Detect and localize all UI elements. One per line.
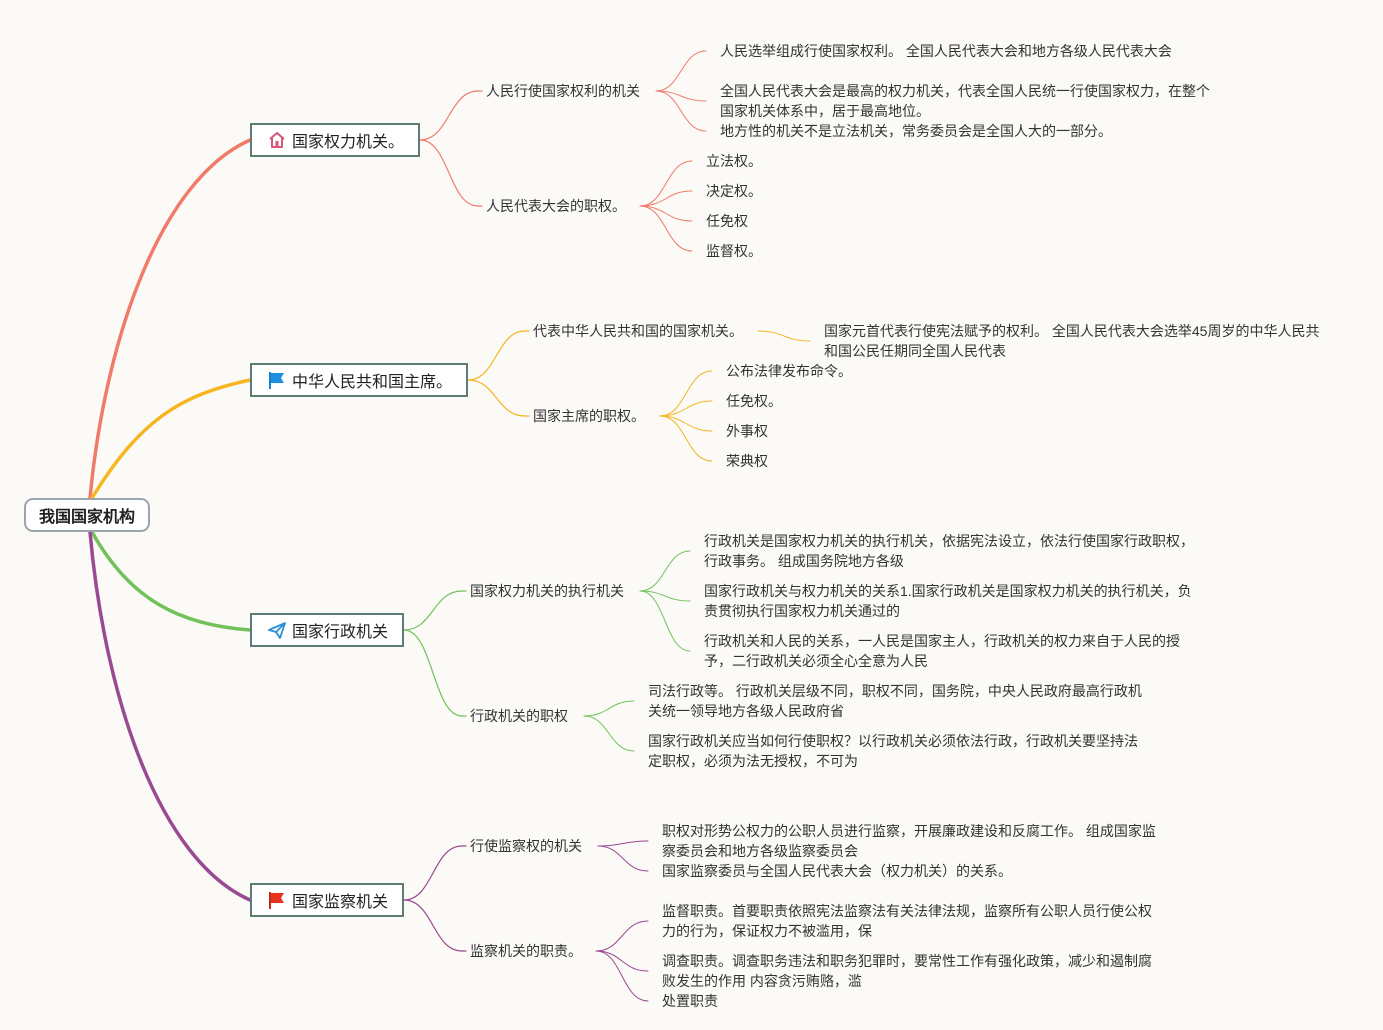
leaf-text-line: 国家机关体系中，居于最高地位。: [720, 103, 930, 119]
branch-title: 国家监察机关: [292, 894, 389, 911]
leaf-text-line: 人民选举组成行使国家权利。 全国人民代表大会和地方各级人民代表大会: [720, 43, 1172, 59]
leaf-topic[interactable]: 任免权。: [726, 391, 782, 411]
branch-title: 国家行政机关: [292, 624, 389, 641]
leaf-text-line: 予，二行政机关必须全心全意为人民: [704, 653, 928, 669]
leaf-text-line: 察委员会和地方各级监察委员会: [662, 843, 858, 859]
leaf-topic[interactable]: 调查职责。调查职务违法和职务犯罪时，要常性工作有强化政策，减少和遏制腐败发生的作…: [662, 951, 1152, 991]
leaf-text-line: 国家行政机关与权力机关的关系1.国家行政机关是国家权力机关的执行机关，负: [704, 583, 1192, 599]
subtopic-label[interactable]: 监察机关的职责。: [470, 943, 582, 959]
leaf-topic[interactable]: 国家元首代表行使宪法赋予的权利。 全国人民代表大会选举45周岁的中华人民共和国公…: [824, 321, 1319, 361]
leaf-topic[interactable]: 全国人民代表大会是最高的权力机关，代表全国人民统一行使国家权力，在整个国家机关体…: [720, 81, 1210, 121]
leaf-topic[interactable]: 任免权: [706, 211, 748, 231]
leaf-topic[interactable]: 职权对形势公权力的公职人员进行监察，开展廉政建设和反腐工作。 组成国家监察委员会…: [662, 821, 1156, 861]
leaf-text-line: 和国公民任期同全国人民代表: [824, 343, 1006, 359]
leaf-topic[interactable]: 立法权。: [706, 151, 762, 171]
branch-president[interactable]: 中华人民共和国主席。: [250, 363, 468, 397]
house-icon: [266, 129, 288, 151]
leaf-text-line: 公布法律发布命令。: [726, 363, 852, 379]
leaf-text-line: 处置职责: [662, 993, 718, 1009]
branch-title: 国家权力机关。: [292, 134, 405, 151]
leaf-topic[interactable]: 外事权: [726, 421, 768, 441]
subtopic-label[interactable]: 人民行使国家权利的机关: [486, 83, 640, 99]
leaf-text-line: 败发生的作用 内容贪污贿赂，滥: [662, 973, 862, 989]
leaf-text-line: 国家元首代表行使宪法赋予的权利。 全国人民代表大会选举45周岁的中华人民共: [824, 323, 1320, 339]
leaf-text-line: 任免权: [706, 213, 748, 229]
leaf-topic[interactable]: 地方性的机关不是立法机关，常务委员会是全国人大的一部分。: [720, 121, 1112, 141]
branch-state-power[interactable]: 国家权力机关。: [250, 123, 420, 157]
leaf-topic[interactable]: 国家监察委员与全国人民代表大会（权力机关）的关系。: [662, 861, 1012, 881]
leaf-topic[interactable]: 国家行政机关与权力机关的关系1.国家行政机关是国家权力机关的执行机关，负责贯彻执…: [704, 581, 1192, 621]
leaf-text-line: 关统一领导地方各级人民政府省: [648, 703, 844, 719]
subtopic-label[interactable]: 行使监察权的机关: [470, 838, 582, 854]
leaf-topic[interactable]: 国家行政机关应当如何行使职权？以行政机关必须依法行政，行政机关要坚持法定职权，必…: [648, 731, 1138, 771]
leaf-topic[interactable]: 行政机关是国家权力机关的执行机关，依据宪法设立，依法行使国家行政职权， 行政事务。…: [704, 531, 1194, 571]
leaf-text-line: 国家监察委员与全国人民代表大会（权力机关）的关系。: [662, 863, 1012, 879]
leaf-topic[interactable]: 监督权。: [706, 241, 762, 261]
leaf-text-line: 监督权。: [706, 243, 762, 259]
leaf-text-line: 荣典权: [726, 453, 768, 469]
blue-flag-icon: [266, 369, 288, 391]
leaf-text-line: 国家行政机关应当如何行使职权？以行政机关必须依法行政，行政机关要坚持法: [648, 733, 1138, 749]
leaf-text-line: 行政机关是国家权力机关的执行机关，依据宪法设立，依法行使国家行政职权，: [704, 533, 1194, 549]
red-flag-icon: [266, 889, 288, 911]
subtopic-label[interactable]: 国家权力机关的执行机关: [470, 583, 624, 599]
leaf-topic[interactable]: 处置职责: [662, 991, 718, 1011]
branch-title: 中华人民共和国主席。: [292, 374, 453, 391]
subtopic-label[interactable]: 人民代表大会的职权。: [486, 198, 626, 214]
leaf-text-line: 调查职责。调查职务违法和职务犯罪时，要常性工作有强化政策，减少和遏制腐: [662, 953, 1152, 969]
leaf-text-line: 职权对形势公权力的公职人员进行监察，开展廉政建设和反腐工作。 组成国家监: [662, 823, 1156, 839]
leaf-text-line: 行政机关和人民的关系，一人民是国家主人，行政机关的权力来自于人民的授: [704, 633, 1180, 649]
leaf-topic[interactable]: 公布法律发布命令。: [726, 361, 852, 381]
leaf-text-line: 责贯彻执行国家权力机关通过的: [704, 603, 900, 619]
leaf-text-line: 立法权。: [706, 153, 762, 169]
leaf-text-line: 外事权: [726, 423, 768, 439]
leaf-text-line: 司法行政等。 行政机关层级不同，职权不同，国务院，中央人民政府最高行政机: [648, 683, 1142, 699]
leaf-topic[interactable]: 监督职责。首要职责依照宪法监察法有关法律法规，监察所有公职人员行使公权力的行为，…: [662, 901, 1152, 941]
subtopic-label[interactable]: 代表中华人民共和国的国家机关。: [533, 323, 743, 339]
subtopic-label[interactable]: 行政机关的职权: [470, 708, 568, 724]
leaf-topic[interactable]: 人民选举组成行使国家权利。 全国人民代表大会和地方各级人民代表大会: [720, 41, 1172, 61]
branch-supervisory[interactable]: 国家监察机关: [250, 883, 404, 917]
leaf-text-line: 行政事务。 组成国务院地方各级: [704, 553, 904, 569]
leaf-topic[interactable]: 行政机关和人民的关系，一人民是国家主人，行政机关的权力来自于人民的授予，二行政机…: [704, 631, 1180, 671]
subtopic-label[interactable]: 国家主席的职权。: [533, 408, 645, 424]
leaf-text-line: 全国人民代表大会是最高的权力机关，代表全国人民统一行使国家权力，在整个: [720, 83, 1210, 99]
leaf-topic[interactable]: 司法行政等。 行政机关层级不同，职权不同，国务院，中央人民政府最高行政机关统一领…: [648, 681, 1142, 721]
leaf-text-line: 定职权，必须为法无授权，不可为: [648, 753, 858, 769]
leaf-topic[interactable]: 决定权。: [706, 181, 762, 201]
leaf-topic[interactable]: 荣典权: [726, 451, 768, 471]
leaf-text-line: 任免权。: [726, 393, 782, 409]
root-topic[interactable]: 我国国家机构: [24, 498, 150, 532]
leaf-text-line: 决定权。: [706, 183, 762, 199]
paper-plane-icon: [266, 619, 288, 641]
branch-administrative[interactable]: 国家行政机关: [250, 613, 404, 647]
leaf-text-line: 地方性的机关不是立法机关，常务委员会是全国人大的一部分。: [720, 123, 1112, 139]
leaf-text-line: 监督职责。首要职责依照宪法监察法有关法律法规，监察所有公职人员行使公权: [662, 903, 1152, 919]
leaf-text-line: 力的行为，保证权力不被滥用，保: [662, 923, 872, 939]
